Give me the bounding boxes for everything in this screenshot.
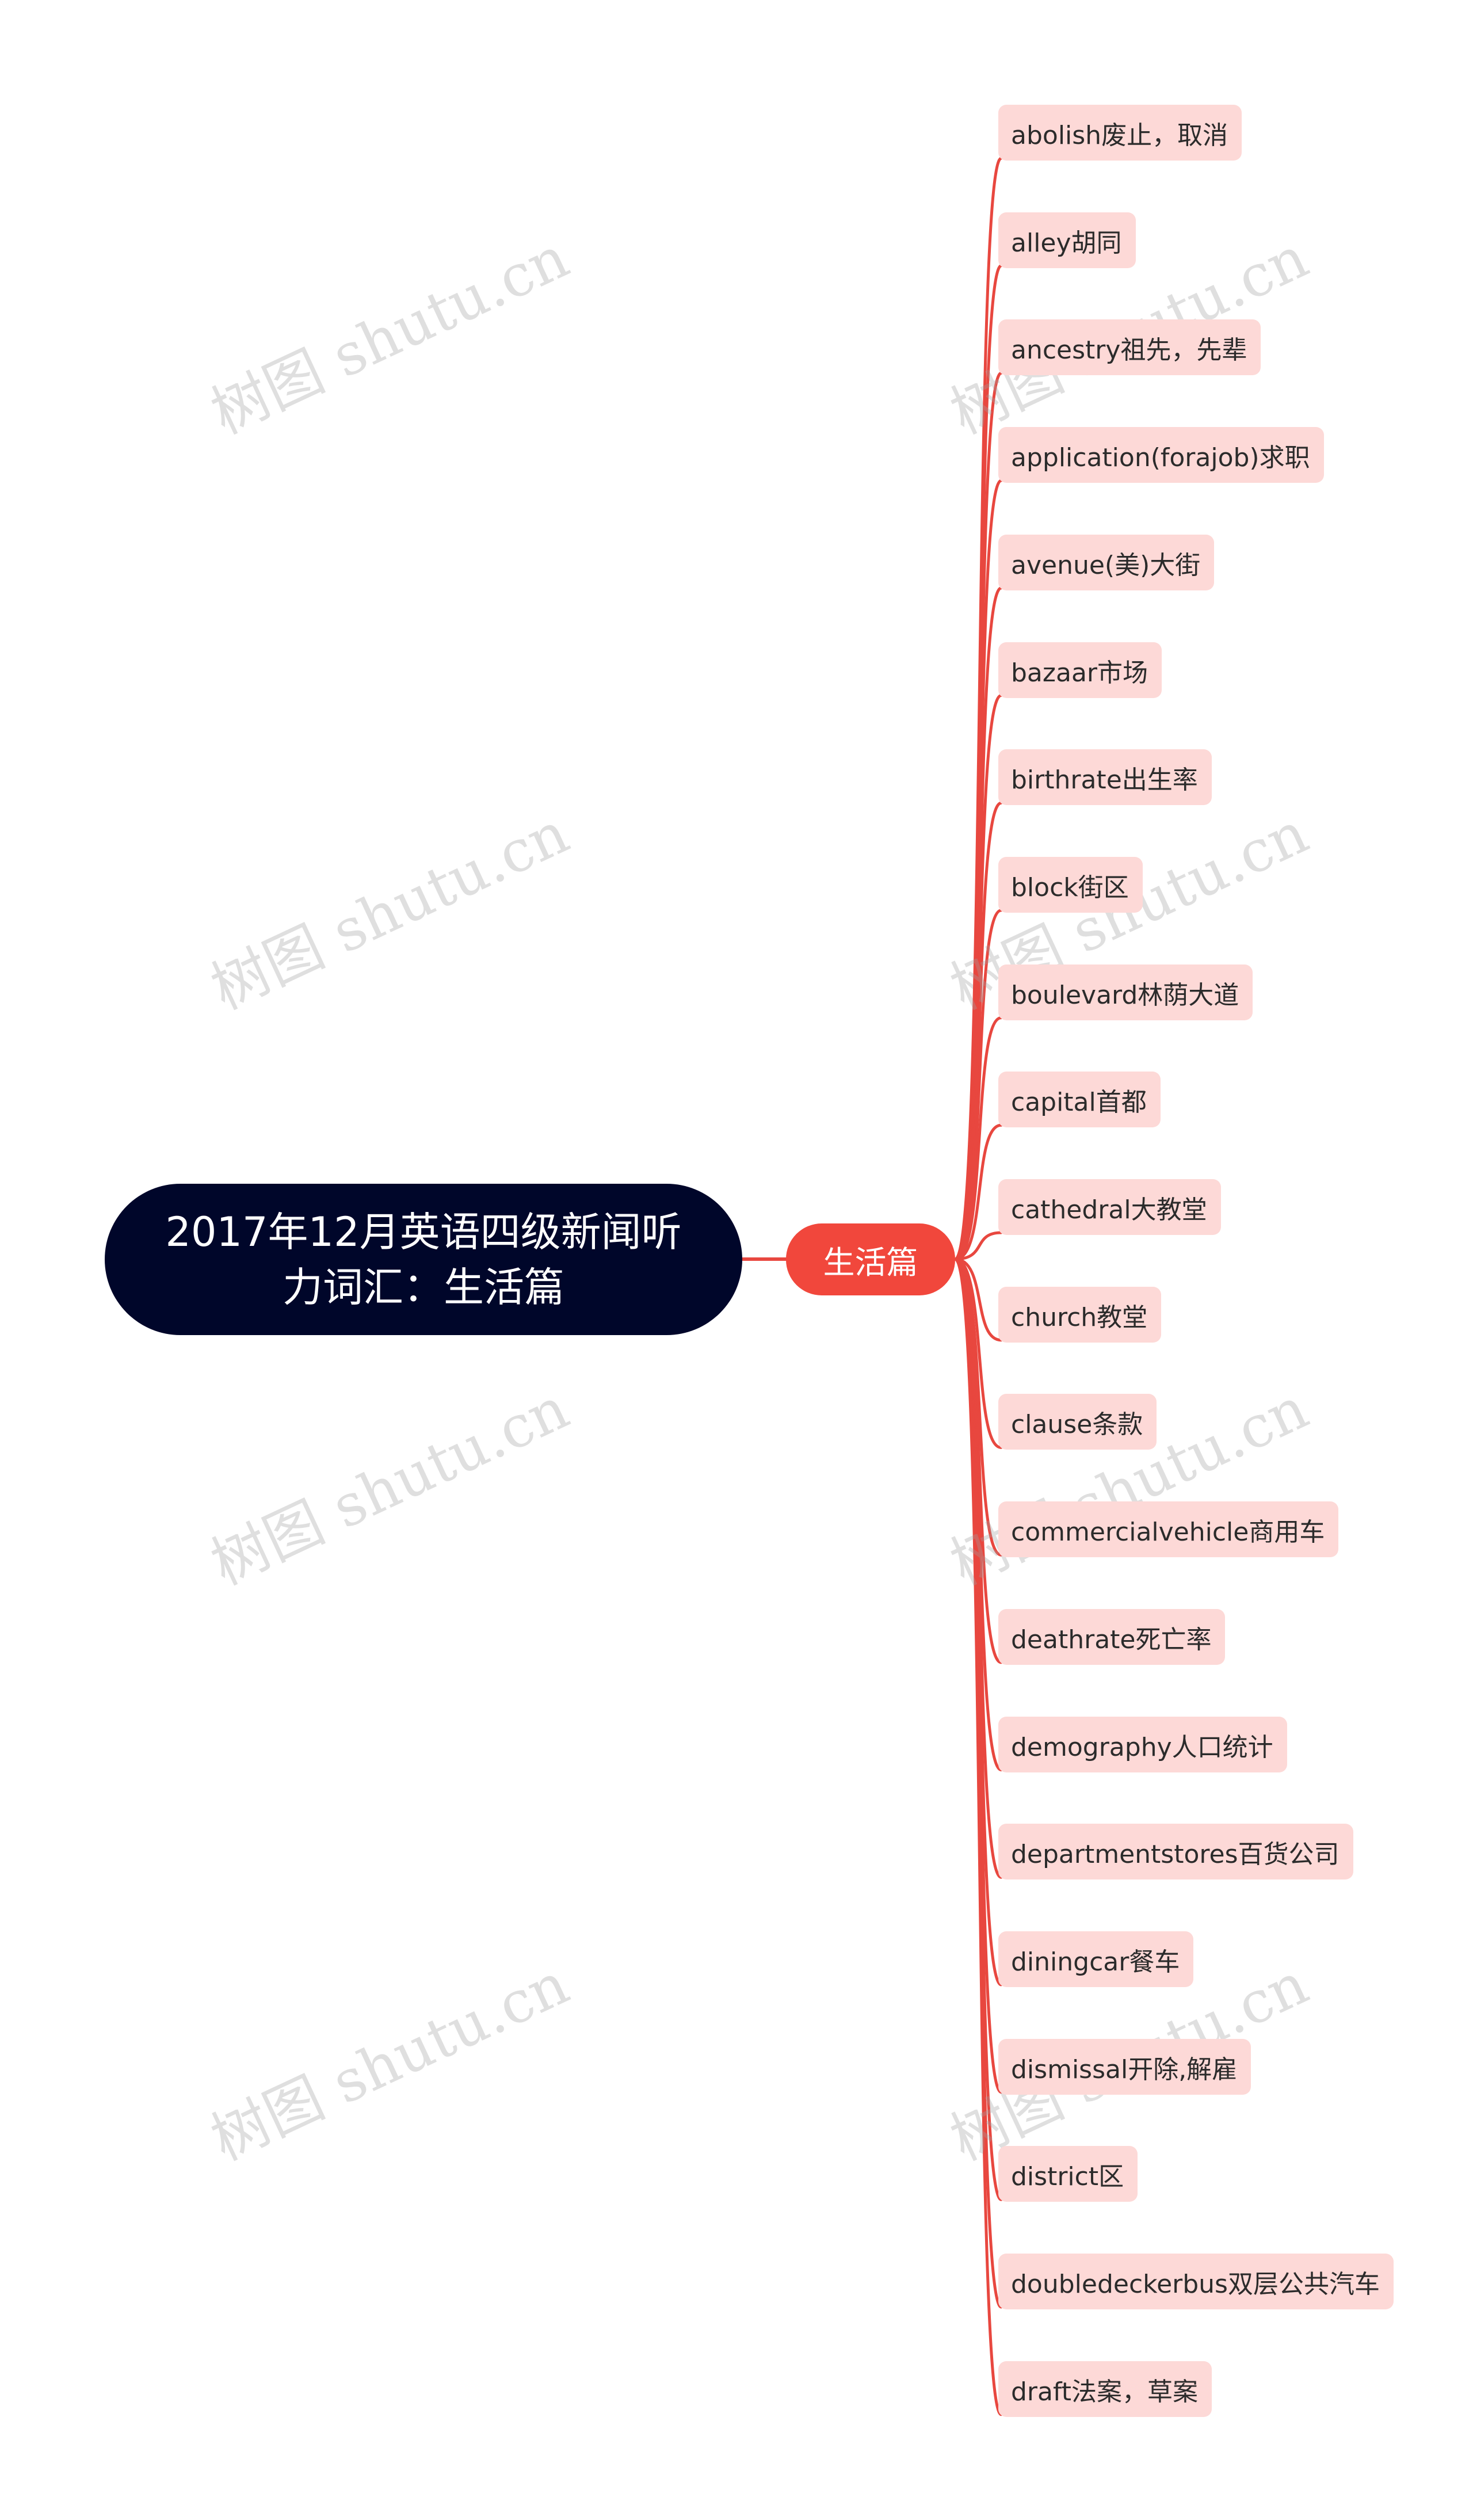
leaf-node[interactable]: bazaar市场 xyxy=(998,642,1162,698)
leaf-node[interactable]: cathedral大教堂 xyxy=(998,1179,1221,1235)
edge-connector xyxy=(953,1257,1003,2416)
root-title: 2017年12月英语四级新闻听力词汇：生活篇 xyxy=(165,1208,682,1311)
leaf-node[interactable]: doubledeckerbus双层公共汽车 xyxy=(998,2254,1394,2309)
edge-connector xyxy=(953,1123,1003,1261)
leaf-node[interactable]: capital首都 xyxy=(998,1072,1161,1127)
branch-node-life[interactable]: 生活篇 xyxy=(786,1223,955,1295)
branch-label: 生活篇 xyxy=(823,1244,918,1281)
leaf-node[interactable]: draft法案，草案 xyxy=(998,2361,1212,2417)
leaf-node[interactable]: district区 xyxy=(998,2146,1138,2202)
leaf-node[interactable]: abolish废止，取消 xyxy=(998,105,1242,161)
edge-connector xyxy=(953,1257,1003,1342)
edge-connector xyxy=(953,909,1003,1261)
leaf-node[interactable]: church教堂 xyxy=(998,1287,1162,1343)
leaf-node[interactable]: avenue(美)大街 xyxy=(998,535,1215,590)
leaf-node[interactable]: block街区 xyxy=(998,857,1143,913)
leaf-node[interactable]: departmentstores百货公司 xyxy=(998,1824,1353,1879)
leaf-node[interactable]: deathrate死亡率 xyxy=(998,1609,1226,1665)
leaf-node[interactable]: application(forajob)求职 xyxy=(998,427,1324,483)
leaf-node[interactable]: clause条款 xyxy=(998,1394,1157,1450)
leaf-node[interactable]: commercialvehicle商用车 xyxy=(998,1501,1339,1557)
leaf-node[interactable]: alley胡同 xyxy=(998,212,1136,268)
edge-connector xyxy=(953,1231,1003,1261)
root-node[interactable]: 2017年12月英语四级新闻听力词汇：生活篇 xyxy=(105,1184,742,1335)
leaf-node[interactable]: ancestry祖先，先辈 xyxy=(998,319,1261,375)
leaf-node[interactable]: diningcar餐车 xyxy=(998,1931,1194,1987)
edge-connector xyxy=(953,1016,1003,1261)
leaf-node[interactable]: boulevard林荫大道 xyxy=(998,964,1253,1020)
leaf-node[interactable]: demography人口统计 xyxy=(998,1717,1287,1772)
leaf-node[interactable]: birthrate出生率 xyxy=(998,749,1212,805)
edge-connector xyxy=(953,1257,1003,1449)
leaf-node[interactable]: dismissal开除,解雇 xyxy=(998,2039,1251,2095)
